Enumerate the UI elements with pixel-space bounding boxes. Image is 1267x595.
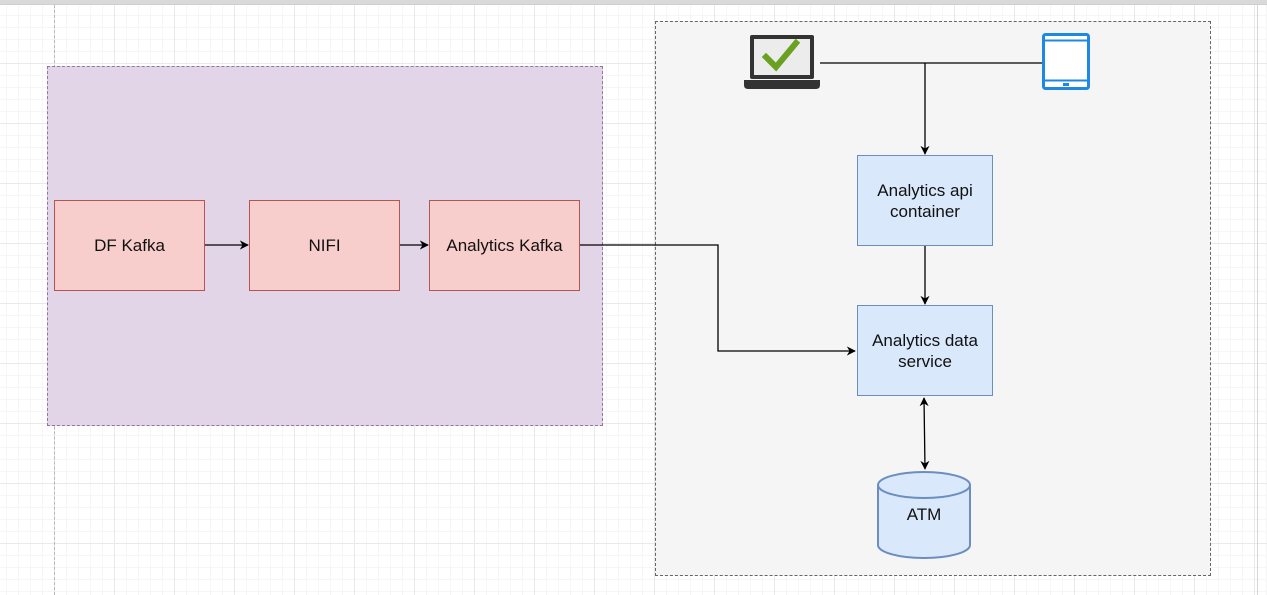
tablet-icon[interactable] bbox=[1042, 33, 1090, 90]
nifi-label: NIFI bbox=[308, 236, 341, 255]
canvas-top-border bbox=[0, 0, 1267, 5]
edge-dataservice-atm[interactable] bbox=[919, 397, 930, 470]
analytics-data-label: Analytics data service bbox=[872, 330, 978, 371]
df-kafka-node[interactable]: DF Kafka bbox=[54, 200, 205, 291]
atm-label: ATM bbox=[906, 505, 942, 524]
analytics-kafka-label: Analytics Kafka bbox=[446, 236, 563, 255]
analytics-data-service-node[interactable]: Analytics data service bbox=[857, 305, 993, 396]
page-right-guide bbox=[1257, 5, 1258, 595]
df-kafka-label: DF Kafka bbox=[94, 236, 165, 255]
atm-database-cylinder[interactable] bbox=[877, 471, 971, 559]
analytics-kafka-node[interactable]: Analytics Kafka bbox=[429, 200, 580, 291]
edge-analyticskafka-dataservice[interactable] bbox=[580, 244, 856, 356]
nifi-node[interactable]: NIFI bbox=[249, 200, 400, 291]
laptop-check-icon[interactable] bbox=[744, 34, 820, 90]
analytics-api-label: Analytics api container bbox=[877, 180, 973, 221]
analytics-api-container-node[interactable]: Analytics api container bbox=[857, 155, 993, 246]
